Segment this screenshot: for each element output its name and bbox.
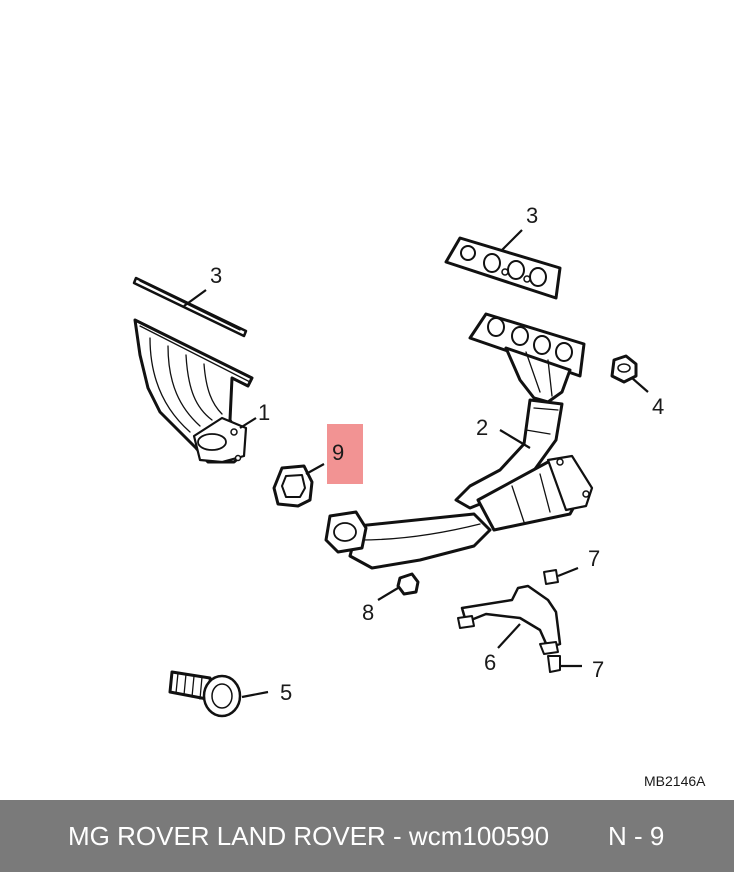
callout-3-right: 3	[526, 203, 538, 228]
support-bracket	[457, 584, 562, 655]
leader-1	[239, 417, 257, 429]
flange-gasket	[272, 464, 314, 508]
exhaust-nut	[396, 572, 420, 596]
callout-3-left: 3	[210, 263, 222, 288]
callout-6: 6	[484, 650, 496, 675]
bracket-bolt-lower	[547, 655, 561, 673]
bracket-bolt-upper	[543, 569, 559, 585]
left-manifold-gasket	[132, 276, 248, 338]
exhaust-downpipe-manifold	[324, 312, 594, 570]
callout-2: 2	[476, 415, 488, 440]
callout-1: 1	[258, 400, 270, 425]
leader-4	[631, 377, 649, 393]
leader-5	[241, 690, 269, 699]
leader-3a	[183, 289, 207, 307]
leader-7a	[557, 566, 579, 578]
leader-2	[499, 429, 531, 449]
footer-title: MG ROVER LAND ROVER - wcm100590	[68, 821, 550, 851]
highlight-box	[327, 424, 363, 484]
footer-bar: MG ROVER LAND ROVER - wcm100590 N - 9	[0, 800, 734, 872]
footer-page-ref: N - 9	[608, 821, 665, 851]
leader-8	[377, 587, 399, 601]
callout-5: 5	[280, 680, 292, 705]
manifold-stud	[168, 670, 242, 718]
callout-7-lower: 7	[592, 657, 604, 682]
callout-7-upper: 7	[588, 546, 600, 571]
callout-9: 9	[332, 440, 344, 465]
flange-nut	[610, 354, 638, 384]
leader-6	[497, 623, 521, 649]
callout-4: 4	[652, 394, 664, 419]
left-exhaust-manifold	[133, 318, 254, 464]
drawing-code: MB2146A	[644, 773, 706, 789]
leader-3b	[501, 229, 523, 251]
callout-8: 8	[362, 600, 374, 625]
exhaust-parts-diagram: 1 2 3 3 4 5 6 7 7 8 9 MB2146A	[132, 203, 706, 789]
right-manifold-gasket	[444, 236, 562, 300]
leader-9	[305, 463, 325, 475]
